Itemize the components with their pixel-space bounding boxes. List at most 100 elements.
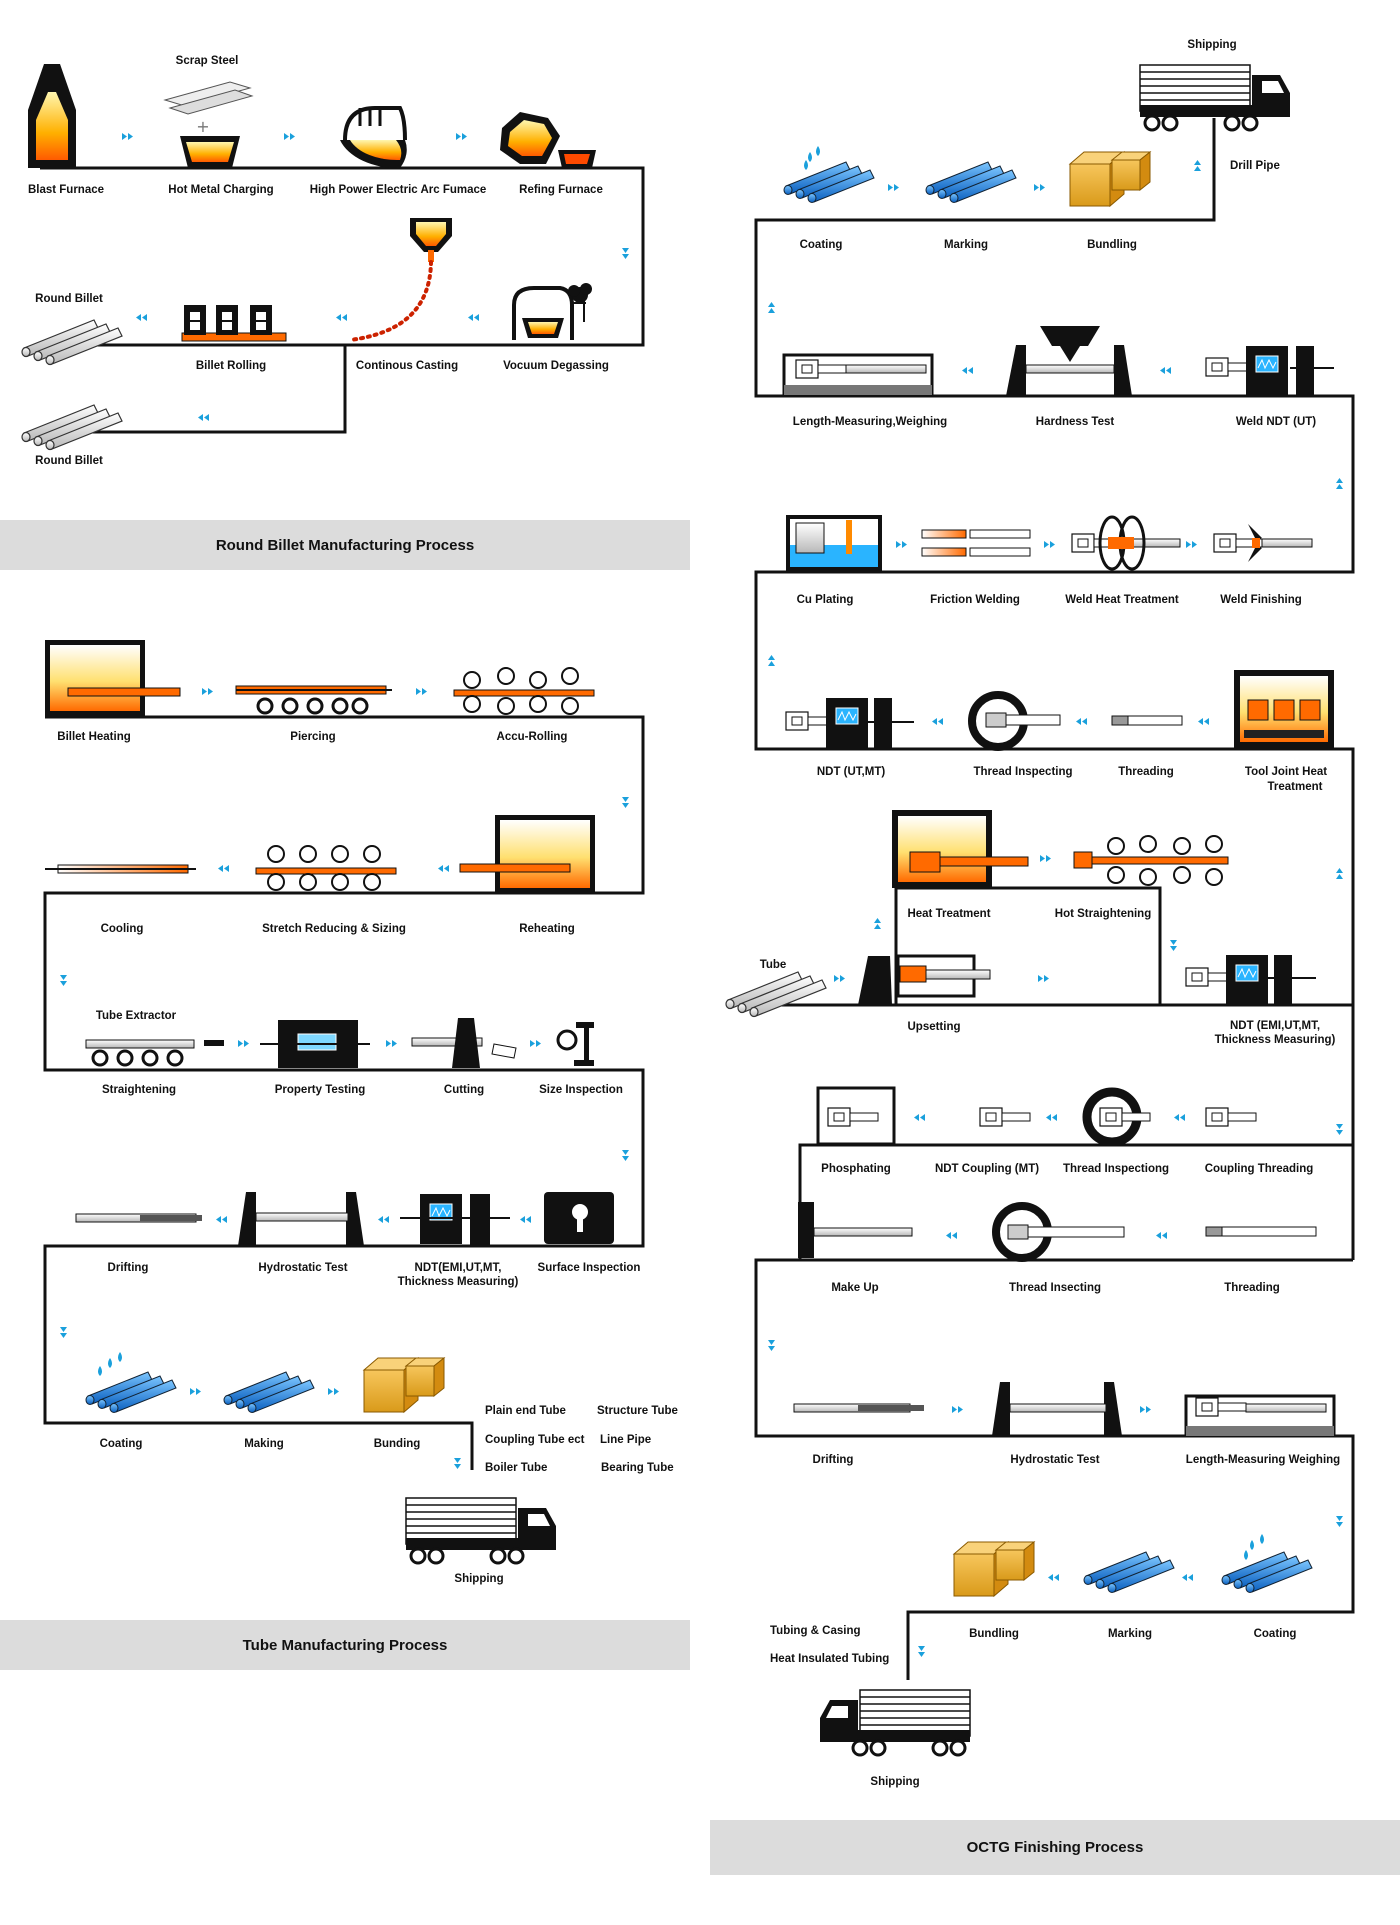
label-thread-inspecting: Thread Inspecting: [973, 766, 1073, 778]
label-stretch-reducing: Stretch Reducing & Sizing: [262, 923, 406, 935]
ndt-emi-icon: [1185, 954, 1316, 1006]
electric-arc-furnace-icon: [340, 106, 407, 169]
label-coating: Coating: [1253, 1628, 1297, 1640]
refining-furnace-icon: [500, 112, 596, 168]
label-hot-straightening: Hot Straightening: [1054, 908, 1152, 920]
label-ndt-coupling: NDT Coupling (MT): [934, 1163, 1040, 1175]
round-billet-icon: [21, 404, 123, 451]
hydrostatic-test-icon: [992, 1382, 1122, 1436]
weld-ndt-icon: [1205, 345, 1334, 397]
label-shipping: Shipping: [1187, 39, 1237, 51]
truck-icon: [818, 1688, 972, 1757]
threading-icon: [1205, 1226, 1317, 1237]
label-weld-finishing: Weld Finishing: [1220, 594, 1302, 606]
label-tubing-casing: Tubing & Casing: [770, 1625, 861, 1637]
coating-icon: [1221, 1534, 1313, 1593]
weld-finishing-icon: [1213, 524, 1313, 562]
label-blast-furnace: Blast Furnace: [27, 184, 105, 196]
billet-title: Round Billet Manufacturing Process: [215, 536, 475, 554]
tool-joint-heat-icon: [1234, 670, 1334, 748]
label-tube-extractor: Tube Extractor: [95, 1010, 177, 1022]
upsetting-icon: [858, 954, 991, 1005]
label-threading: Threading: [1118, 766, 1174, 778]
label-marking: Marking: [943, 239, 989, 251]
coating-icon: [85, 1352, 177, 1413]
length-measuring-icon: [782, 353, 934, 397]
label-coating: Coating: [99, 1438, 143, 1450]
label-vacuum-degassing: Vocuum Degassing: [503, 360, 609, 372]
label-bundling: Bundling: [969, 1628, 1019, 1640]
label-length-measuring: Length-Measuring,Weighing: [792, 416, 948, 428]
label-hydrostatic-test: Hydrostatic Test: [1010, 1454, 1100, 1466]
label-coating: Coating: [799, 239, 843, 251]
cutting-icon: [411, 1018, 517, 1068]
label-threading: Threading: [1224, 1282, 1280, 1294]
label-thread-inspectiong: Thread Inspectiong: [1062, 1163, 1170, 1175]
label-weld-ndt: Weld NDT (UT): [1235, 416, 1317, 428]
billet-heating-icon: [45, 640, 181, 716]
piercing-icon: [235, 685, 392, 715]
friction-welding-icon: [921, 529, 1031, 557]
bundling-icon: [953, 1541, 1035, 1597]
label-tool-joint-2: Treatment: [1267, 781, 1323, 793]
ndt-icon: [400, 1193, 510, 1246]
label-reheating: Reheating: [519, 923, 575, 935]
marking-icon: [1083, 1551, 1175, 1593]
marking-icon: [925, 161, 1017, 203]
label-shipping: Shipping: [870, 1776, 920, 1788]
label-hardness-test: Hardness Test: [1035, 416, 1115, 428]
label-line-pipe: Line Pipe: [600, 1434, 652, 1446]
label-friction-welding: Friction Welding: [930, 594, 1020, 606]
label-bearing-tube: Bearing Tube: [601, 1462, 674, 1474]
straightening-icon: [85, 1039, 224, 1067]
property-testing-icon: [260, 1020, 370, 1068]
thread-inspecting-icon: [968, 691, 1061, 751]
label-round-billet: Round Billet: [35, 293, 103, 305]
label-continuous-casting: Continous Casting: [355, 360, 459, 372]
label-scrap-steel: Scrap Steel: [175, 55, 239, 67]
size-inspection-icon: [556, 1022, 594, 1066]
truck-icon: [404, 1496, 558, 1565]
cooling-icon: [45, 864, 196, 874]
label-upsetting: Upsetting: [907, 1021, 961, 1033]
thread-insecting-icon: [992, 1202, 1125, 1262]
phosphating-icon: [816, 1086, 896, 1146]
blast-furnace-icon: [28, 64, 76, 168]
label-eaf: High Power Electric Arc Fumace: [309, 184, 487, 196]
label-piercing: Piercing: [290, 731, 336, 743]
hardness-test-icon: [1006, 326, 1132, 396]
label-thread-insecting: Thread Insecting: [1008, 1282, 1102, 1294]
label-cu-plating: Cu Plating: [796, 594, 854, 606]
stretch-reducing-icon: [255, 845, 397, 891]
svg-text:+: +: [196, 117, 209, 136]
make-up-icon: [798, 1202, 913, 1258]
hydrostatic-test-icon: [238, 1192, 364, 1246]
label-hot-metal-charging: Hot Metal Charging: [168, 184, 274, 196]
ndt-ut-mt-icon: [785, 697, 914, 749]
bundling-icon: [1069, 151, 1151, 207]
hot-straightening-icon: [1073, 835, 1229, 886]
label-phosphating: Phosphating: [821, 1163, 891, 1175]
heat-treatment-icon: [892, 810, 1029, 888]
label-coupling-threading: Coupling Threading: [1204, 1163, 1314, 1175]
label-coupling-tube: Coupling Tube ect: [485, 1434, 585, 1446]
label-ndt-line2: Thickness Measuring): [397, 1276, 519, 1288]
octg-title: OCTG Finishing Process: [966, 1839, 1144, 1856]
label-ndt-ut-mt: NDT (UT,MT): [816, 766, 886, 778]
label-drifting: Drifting: [107, 1262, 149, 1274]
label-length-measuring: Length-Measuring Weighing: [1185, 1454, 1341, 1466]
bunding-icon: [363, 1357, 445, 1413]
continuous-casting-icon: [348, 218, 452, 342]
tube-panel: [0, 600, 690, 1670]
label-size-inspection: Size Inspection: [539, 1084, 623, 1096]
tube-icon: [725, 971, 827, 1018]
label-make-up: Make Up: [831, 1282, 879, 1294]
threading-icon: [1111, 715, 1183, 726]
label-billet-rolling: Billet Rolling: [195, 360, 267, 372]
label-plain-end-tube: Plain end Tube: [485, 1405, 566, 1417]
reheating-icon: [459, 815, 595, 893]
label-heat-insulated: Heat Insulated Tubing: [770, 1653, 890, 1665]
billet-footer: Round Billet Manufacturing Process: [0, 520, 690, 570]
